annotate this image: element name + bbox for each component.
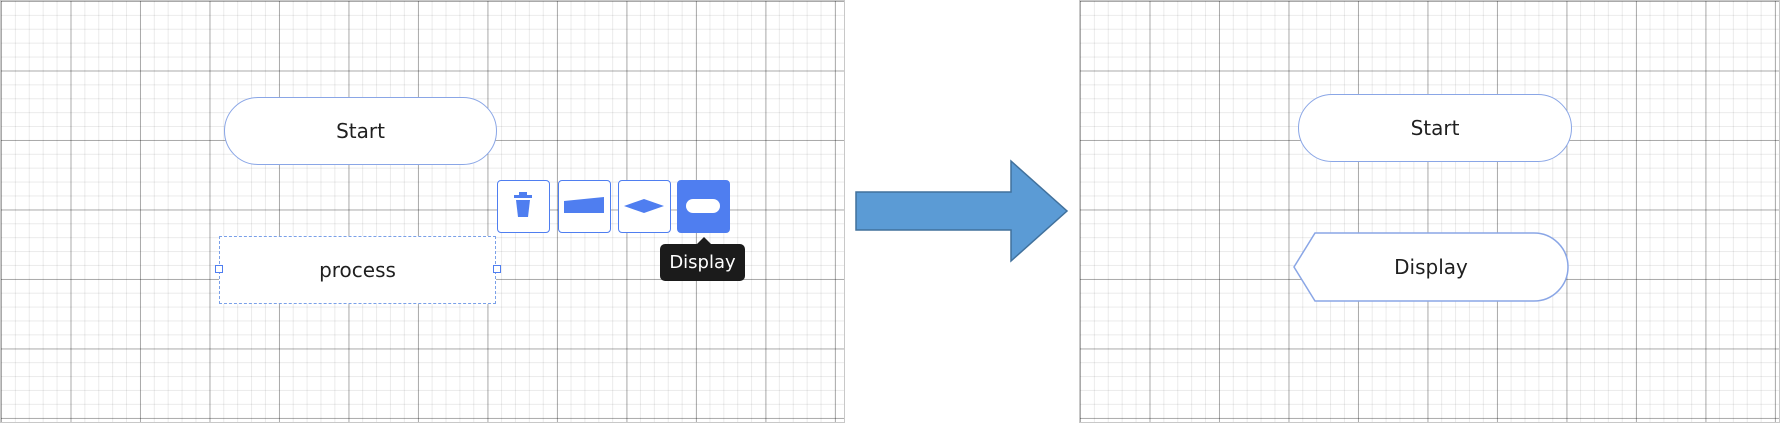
tooltip: Display [660,237,745,281]
display-shape-button[interactable] [677,180,730,233]
resize-handle-left[interactable] [215,265,223,273]
display-shape[interactable]: Display [1293,232,1569,302]
start-terminator-shape[interactable]: Start [224,97,497,165]
manual-input-shape-icon [564,197,604,213]
display-label: Display [1394,255,1468,279]
transition-arrow-icon [855,159,1069,263]
manual-input-shape-button[interactable] [558,180,611,233]
display-shape-outline [1293,232,1569,302]
tooltip-text: Display [669,252,736,273]
delete-button[interactable] [497,180,550,233]
start-terminator-shape[interactable]: Start [1298,94,1572,162]
process-shape-selected[interactable]: process [219,236,496,304]
canvas-before[interactable]: Start process Display [0,0,845,423]
diamond-shape-icon [624,199,664,213]
start-label: Start [336,119,385,143]
start-label: Start [1410,116,1460,140]
display-shape-icon [686,199,720,213]
process-label: process [319,258,396,282]
tooltip-arrow [697,237,711,244]
decision-shape-button[interactable] [618,180,671,233]
canvas-after[interactable]: Start Display [1079,0,1780,423]
resize-handle-right[interactable] [493,265,501,273]
trash-icon [514,192,532,217]
